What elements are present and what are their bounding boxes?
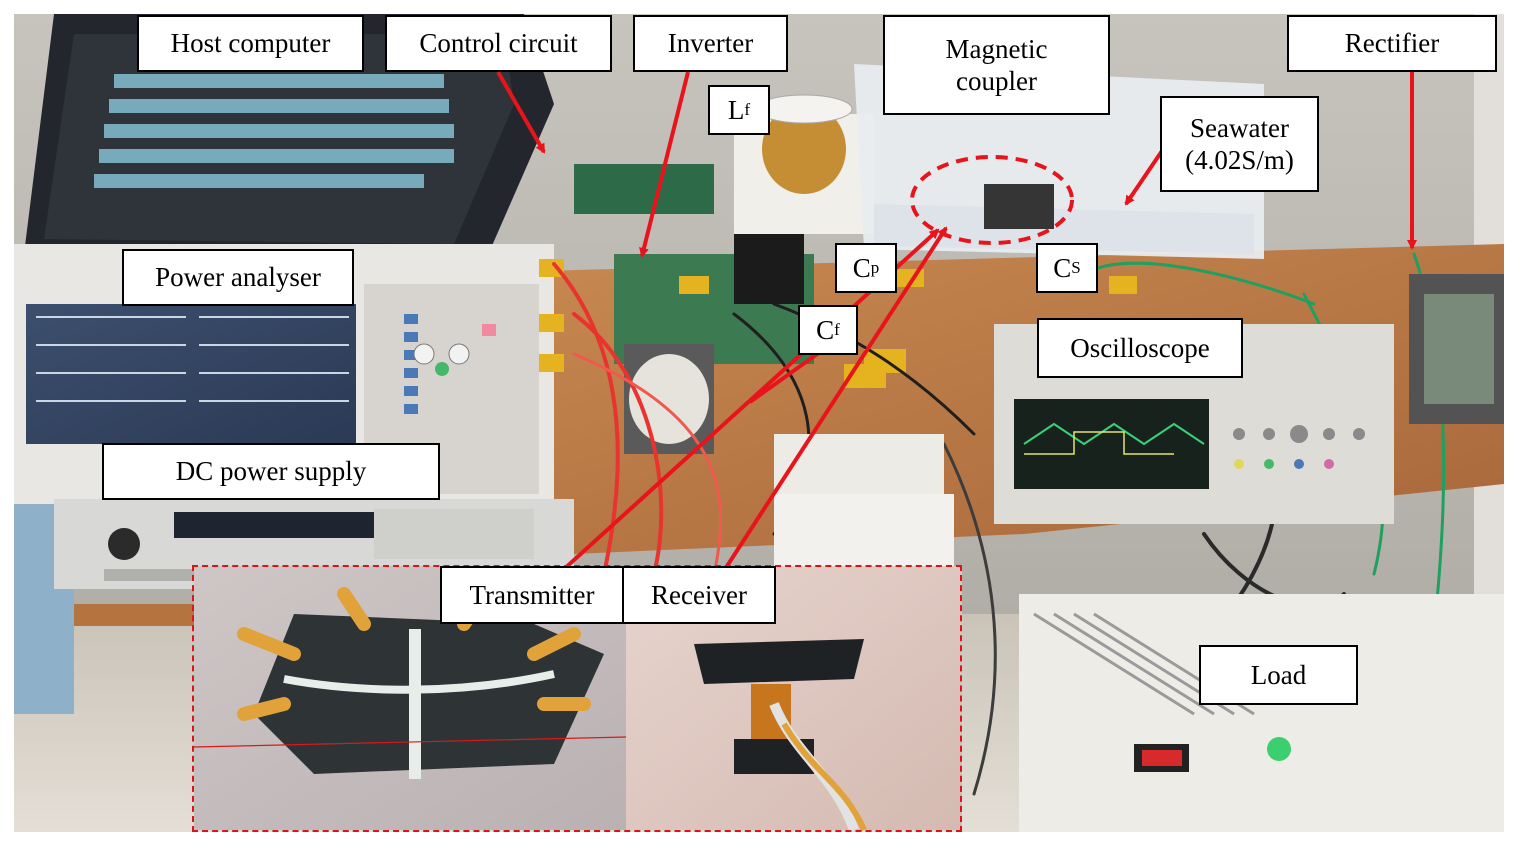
- seawater-label: Seawater (4.02S/m): [1160, 96, 1319, 192]
- receiver-label: Receiver: [622, 566, 776, 624]
- cf-subscript: f: [834, 319, 840, 339]
- seawater-line-1: Seawater: [1190, 112, 1289, 143]
- magnetic-coupler-label: Magnetic coupler: [883, 15, 1110, 115]
- oscilloscope-label: Oscilloscope: [1037, 318, 1243, 378]
- inverter-label: Inverter: [633, 15, 788, 72]
- cp-subscript: p: [870, 257, 880, 277]
- lf-subscript: f: [744, 99, 751, 119]
- transmitter-label: Transmitter: [440, 566, 624, 624]
- magnetic-coupler-line-2: coupler: [956, 66, 1037, 96]
- seawater-line-2: (4.02S/m): [1185, 145, 1294, 175]
- host-computer-label: Host computer: [137, 15, 364, 72]
- lf-main: L: [727, 94, 745, 125]
- cs-subscript: S: [1071, 257, 1081, 277]
- load-label: Load: [1199, 645, 1358, 705]
- cf-main: C: [816, 314, 835, 345]
- power-analyser-label: Power analyser: [122, 249, 354, 306]
- control-circuit-label: Control circuit: [385, 15, 612, 72]
- rectifier-label: Rectifier: [1287, 15, 1497, 72]
- cp-main: C: [852, 252, 871, 283]
- magnetic-coupler-line-1: Magnetic: [945, 33, 1048, 64]
- cs-main: C: [1053, 252, 1072, 283]
- dc-power-supply-label: DC power supply: [102, 443, 440, 500]
